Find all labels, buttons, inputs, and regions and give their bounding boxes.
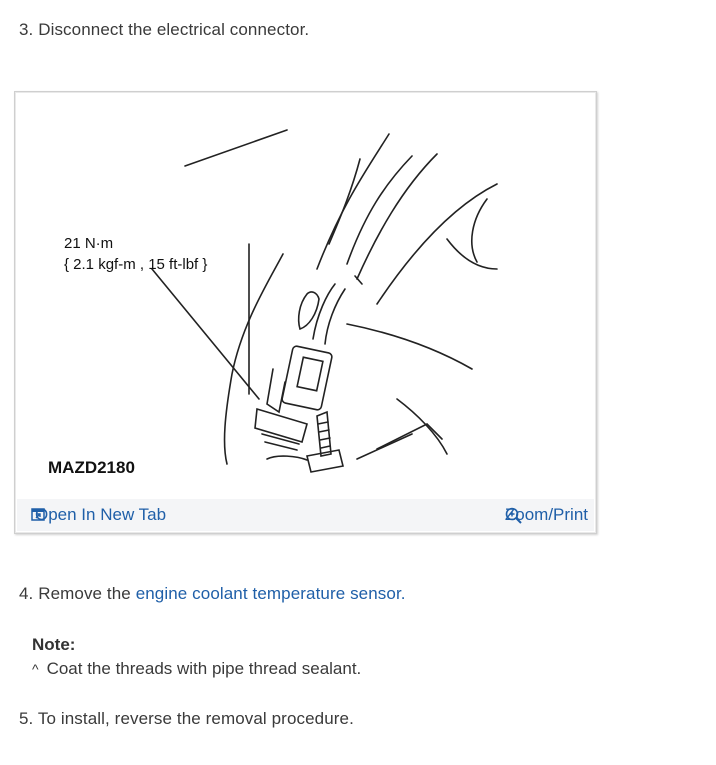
note-bullet: ^: [32, 661, 39, 677]
step-4-prefix: 4. Remove the: [19, 584, 136, 603]
step-5-text: 5. To install, reverse the removal proce…: [19, 709, 354, 728]
open-in-new-tab-button[interactable]: Open In New Tab: [29, 505, 166, 525]
zoom-print-button[interactable]: Zoom/Print: [503, 505, 588, 525]
open-in-new-tab-label: Open In New Tab: [35, 505, 167, 524]
step-4-suffix: .: [400, 584, 406, 603]
zoom-print-label: Zoom/Print: [504, 505, 588, 524]
note-text: Coat the threads with pipe thread sealan…: [46, 659, 362, 678]
figure-code: MAZD2180: [48, 458, 135, 477]
figure-frame: 21 N·m { 2.1 kgf-m , 15 ft-lbf } MAZD218…: [14, 91, 597, 534]
figure-toolbar: Open In New Tab Zoom/Print: [17, 499, 594, 531]
note-label: Note:: [32, 635, 76, 654]
torque-label-line2: { 2.1 kgf-m , 15 ft-lbf }: [64, 256, 207, 273]
sensor-diagram-illustration: 21 N·m { 2.1 kgf-m , 15 ft-lbf } MAZD218…: [48, 129, 498, 477]
step-4-text: 4. Remove the engine coolant temperature…: [19, 584, 406, 604]
step-3-text: 3. Disconnect the electrical connector.: [19, 20, 310, 39]
torque-label-line1: 21 N·m: [64, 235, 113, 252]
engine-coolant-temperature-sensor-link[interactable]: engine coolant temperature sensor: [135, 584, 401, 603]
note-item: ^ Coat the threads with pipe thread seala…: [32, 659, 361, 679]
